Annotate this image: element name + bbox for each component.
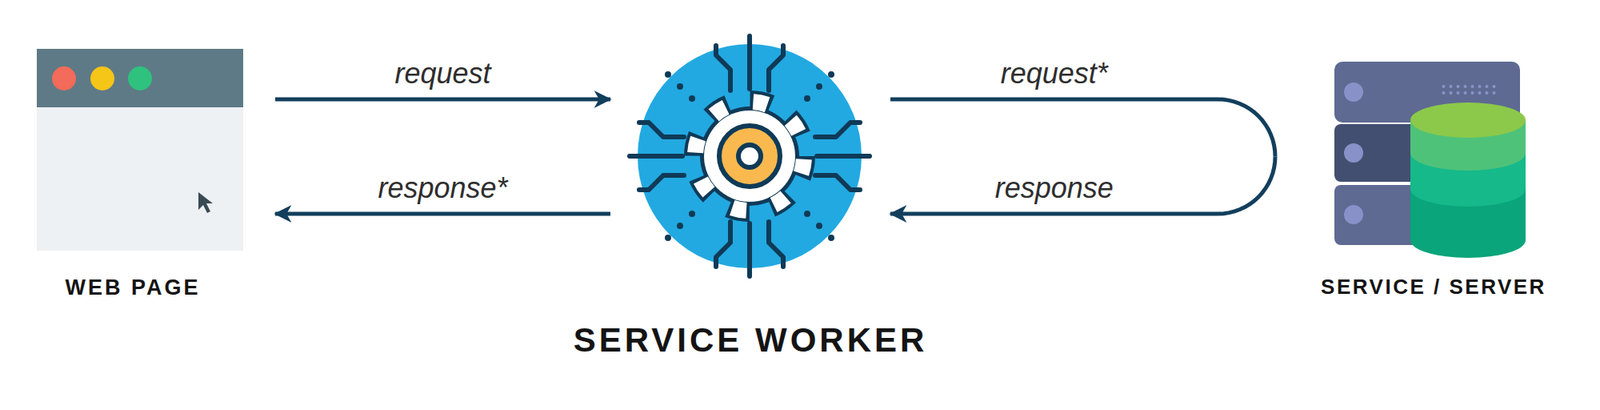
node-label: SERVICE / SERVER — [1320, 275, 1547, 299]
flow-arrow — [275, 97, 611, 102]
flow-arrow — [890, 156, 1276, 215]
edge-label: request — [394, 57, 491, 90]
flow-arrow — [890, 99, 1276, 157]
server-node: SERVICE / SERVER — [1275, 56, 1580, 304]
edge-label: response — [995, 172, 1114, 204]
worker-node: SERVICE WORKER — [610, 40, 891, 368]
node-label: WEB PAGE — [64, 276, 200, 300]
flow-arrow — [275, 212, 611, 216]
service-worker-icon — [629, 36, 870, 276]
browser-window-icon — [36, 48, 244, 251]
browser-node: WEB PAGE — [24, 44, 276, 308]
node-label: SERVICE WORKER — [573, 321, 928, 359]
edge-label: request* — [1000, 57, 1108, 90]
server-database-icon — [1334, 61, 1526, 258]
edge-label: response* — [377, 172, 508, 204]
